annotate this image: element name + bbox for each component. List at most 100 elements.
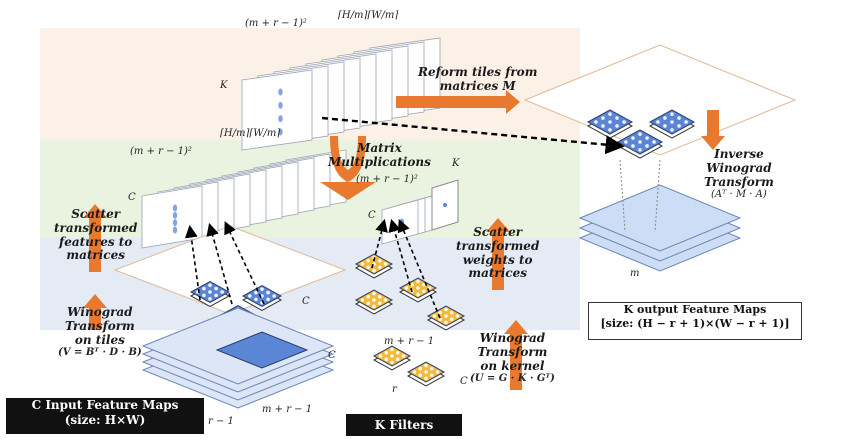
kernel-filter-dot	[424, 376, 428, 381]
input-feature-maps-box: C Input Feature Maps (size: H×W)	[6, 398, 204, 434]
scatter-weights-label: Scatter transformed weights to matrices	[456, 225, 540, 281]
filter-matrix-dot	[443, 203, 447, 207]
kernel-filter-dot	[384, 350, 389, 355]
kernel-filter-dot	[444, 314, 448, 318]
kernel-filter-dot	[418, 373, 423, 378]
background-band-bottom	[40, 238, 580, 330]
winograd-kernel-label: Winograd Transform on kernel (U = G · K …	[470, 331, 555, 385]
feature-tile-dot	[208, 290, 212, 294]
kernel-filter-dot	[424, 363, 428, 368]
kernel-filter-dot	[404, 286, 409, 290]
top-dim-sq-label: (m + r − 1)²	[245, 18, 307, 29]
input-c-label: C	[328, 350, 336, 361]
kernel-filter-dot	[438, 317, 443, 322]
output-tile-dot	[656, 120, 660, 124]
kernel-filter-dot	[424, 370, 428, 374]
scatter-features-label: Scatter transformed features to matrices	[54, 207, 138, 263]
feature-tile-dot	[220, 290, 224, 294]
output-tile-dot	[670, 120, 674, 124]
input-m-r-label: m + r − 1	[262, 404, 313, 415]
filter-matrices-stack	[381, 179, 459, 245]
output-tile-dot	[631, 144, 635, 148]
kernel-filter-dot	[395, 357, 400, 362]
mid-matrix-dot	[172, 226, 178, 234]
top-dim-k-label: K	[220, 80, 228, 91]
arrow-matmul-head	[320, 182, 376, 200]
output-tile-dot	[615, 124, 619, 128]
kernel-filter-dot	[390, 347, 394, 352]
kernel-filter-dot	[449, 310, 454, 315]
kernel-filter-dot	[377, 294, 382, 299]
kernel-filter-dot	[455, 314, 460, 318]
arrow-reform	[396, 90, 520, 114]
feature-tile-dot	[254, 297, 258, 302]
kernel-filter-dot	[383, 298, 388, 302]
top-matrix-dot	[278, 88, 283, 96]
kernel-filter-dot	[372, 268, 376, 273]
input-tile-region	[215, 331, 309, 369]
kernel-filter-dot	[378, 354, 383, 358]
output-tile-dot	[638, 132, 642, 136]
kernel-filter-dot	[412, 370, 417, 374]
kernel-filter-dot	[418, 366, 423, 371]
output-tile-dot	[663, 116, 667, 120]
output-tile-dot	[601, 124, 605, 128]
orange-flow-arrows	[83, 90, 725, 390]
output-tile-dot	[608, 112, 612, 116]
output-tile-dot	[615, 116, 619, 120]
kernel-filter-dot	[444, 320, 448, 325]
top-dim-hw-label: ⌈H/m⌉⌈W/m⌉	[338, 10, 399, 21]
kernel-filter-dot	[360, 298, 365, 302]
feature-tile-dot	[260, 287, 264, 291]
output-guide	[654, 159, 661, 233]
output-guide	[619, 159, 626, 233]
feature-tile-dot	[214, 293, 218, 298]
transformed-matrices-middle-stack	[141, 149, 347, 249]
output-tile-dot	[601, 116, 605, 120]
input-feature-maps	[141, 307, 335, 409]
feature-tile-dot	[266, 290, 270, 295]
output-tile-dot	[670, 112, 674, 116]
input-c-tiles-label: C	[302, 296, 310, 307]
output-feature-maps	[523, 44, 797, 272]
output-tile-dot	[677, 116, 681, 120]
kernel-filter-dot	[410, 282, 415, 287]
output-tile-dot	[652, 140, 656, 144]
kernel-filter-dot	[421, 289, 426, 294]
top-matrix-dot	[278, 115, 283, 123]
mid-dim-hw-label: ⌈H/m⌉⌈W/m⌉	[220, 128, 281, 139]
top-matrix-dot	[278, 128, 283, 136]
kernel-filter-dot	[366, 265, 371, 270]
kernel-filter-dot	[435, 370, 440, 374]
output-tile-dot	[631, 136, 635, 140]
output-tile-dot	[594, 120, 598, 124]
kernel-filter-dot	[377, 301, 382, 306]
kernel-filter-dot	[449, 317, 454, 322]
output-tile-dot	[608, 120, 612, 124]
kernel-filter-dot	[366, 258, 371, 263]
top-matrix-sheet	[241, 69, 313, 151]
arrow-inverse	[701, 110, 725, 150]
output-tile-dot	[638, 140, 642, 144]
kernel-filter-dot	[395, 350, 400, 355]
arrow-matmul-merge	[330, 136, 366, 182]
kernel-filters	[354, 253, 466, 387]
arrow-scatter-features	[83, 204, 107, 272]
output-plane-top	[523, 44, 797, 156]
kernel-filter-dot	[432, 314, 437, 318]
kernel-filter-dot	[429, 366, 434, 371]
kernel-filter-dot	[383, 262, 388, 266]
filter-dim-c-label: C	[368, 210, 376, 221]
filter-c-label: C	[460, 376, 468, 387]
filter-dim-sq-label: (m + r − 1)²	[356, 174, 418, 185]
feature-tile-dot	[254, 290, 258, 295]
kernel-filter-dot	[444, 307, 448, 312]
kernel-filter-dot	[360, 262, 365, 266]
kernel-filter-dot	[372, 298, 376, 302]
dashed-feature-connector	[224, 221, 265, 305]
kernel-filter-dot	[366, 301, 371, 306]
kernel-filter-dot	[390, 354, 394, 358]
dashed-weight-connector	[397, 219, 441, 319]
filter-r-label: r	[392, 384, 397, 395]
